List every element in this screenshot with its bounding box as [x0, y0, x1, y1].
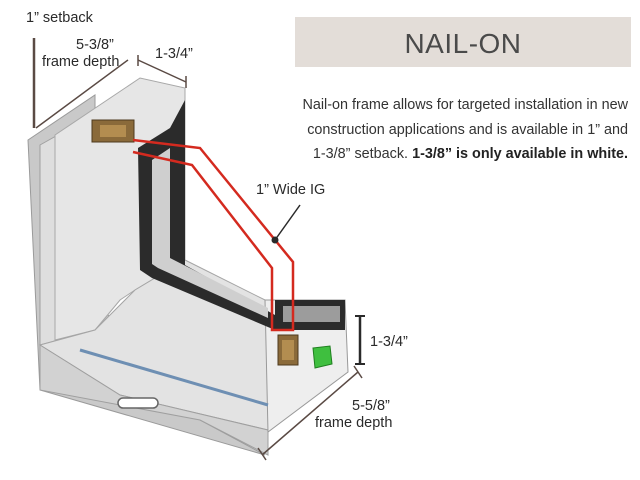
title-banner: NAIL-ON: [295, 17, 631, 67]
frame-bottom-face: [39, 344, 269, 456]
description-emphasis: 1-3/8” is only available in white.: [412, 146, 628, 162]
frame-depth-top-text: frame depth: [42, 54, 120, 70]
weatherstrip: [79, 348, 269, 407]
green-clip: [312, 345, 333, 369]
bottom-depth-dimension: [261, 371, 359, 456]
ig-pointer-line: [274, 204, 301, 241]
weep-slot: [117, 397, 159, 409]
frame-depth-top-value: 5-3/8”: [76, 37, 114, 53]
top-width-dimension-line: [137, 59, 187, 83]
frame-depth-bottom-text: frame depth: [315, 415, 393, 431]
top-width-label: 1-3/4”: [155, 46, 193, 62]
setback-label: 1” setback: [26, 10, 93, 26]
description-text: Nail-on frame allows for targeted instal…: [298, 93, 628, 167]
right-height-label: 1-3/4”: [370, 334, 408, 350]
page-title: NAIL-ON: [404, 28, 522, 59]
top-depth-dimension-line: [35, 59, 129, 129]
frame-depth-bottom-value: 5-5/8”: [352, 398, 390, 414]
ig-outline: [132, 138, 295, 332]
ig-label: 1” Wide IG: [256, 182, 326, 198]
description-body: Nail-on frame allows for targeted instal…: [302, 97, 628, 162]
ig-pointer-dot: [271, 236, 279, 244]
